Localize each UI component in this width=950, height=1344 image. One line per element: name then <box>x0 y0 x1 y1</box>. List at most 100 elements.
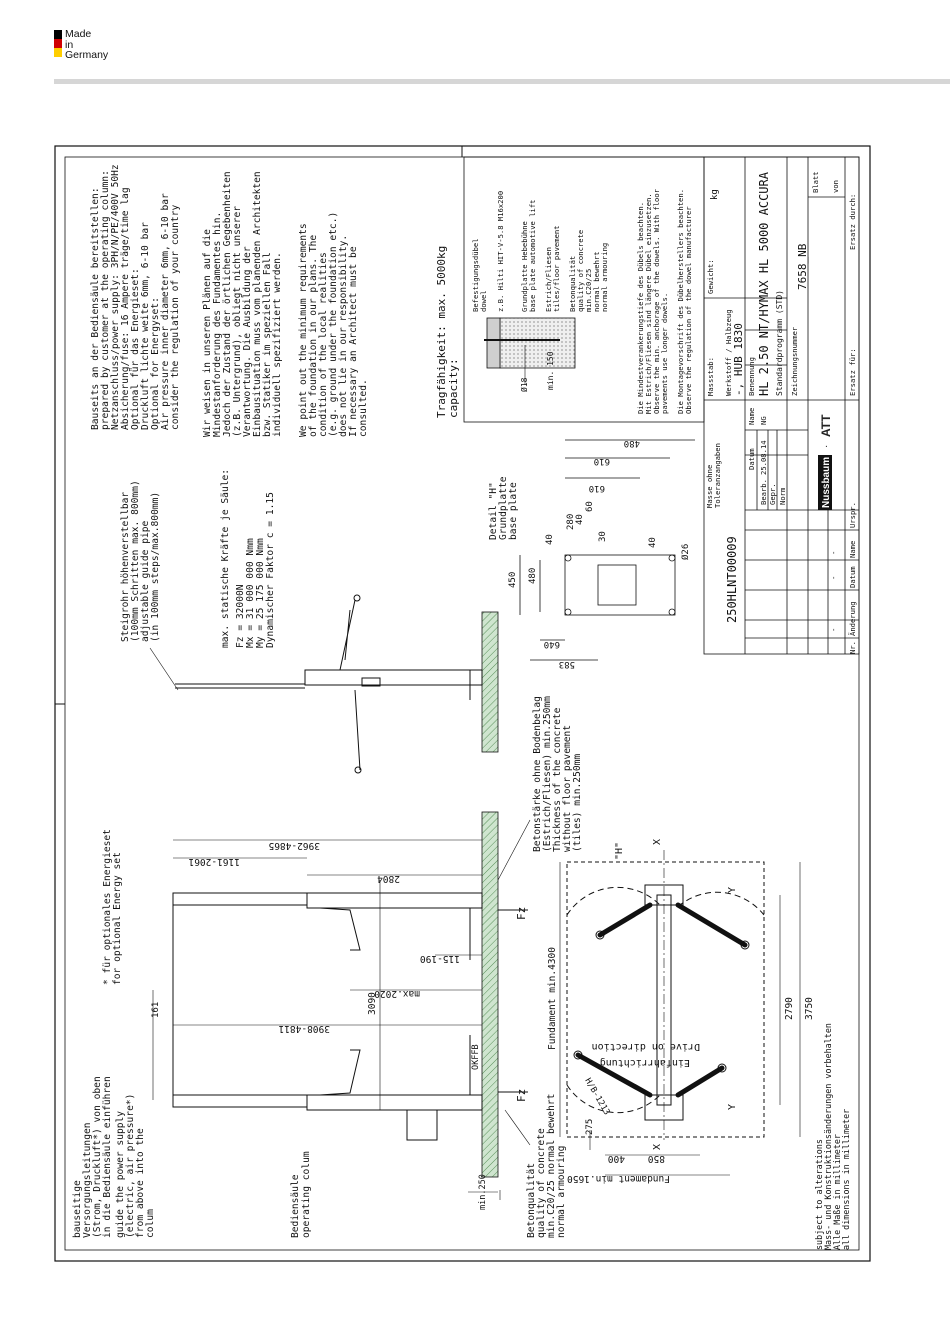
made-in-germany-label: Made in Germany <box>65 28 109 61</box>
note-line: consulted. <box>358 379 369 437</box>
concrete-quality-line: quality of concrete <box>536 1128 547 1238</box>
note-power-supply: Bauseits an der Bediensäule bereitstelle… <box>90 164 181 430</box>
lift-front-view <box>172 892 483 1141</box>
dowel-section <box>484 317 576 385</box>
rev-header-nr: Nr. <box>848 641 857 654</box>
tolerance-label: Toleranzangaben <box>713 443 722 508</box>
dim-40-c: 40 <box>575 514 585 525</box>
note-line: Optional für das Energieset: <box>130 268 141 430</box>
supply-line: colum <box>145 1209 156 1238</box>
title-block-text: 250HLNT00009 Masse ohne Toleranzangaben … <box>705 171 857 654</box>
dim-640: 640 <box>544 639 560 649</box>
operating-column-line: operating colum <box>301 1151 312 1238</box>
brand-nussbaum: Nussbaum <box>821 457 832 508</box>
dim-161: 161 <box>151 1002 161 1018</box>
guide-pipe-line: (100mm Schritten max. 800mm) <box>130 480 141 642</box>
footer-line: subject to alterations <box>814 1139 824 1250</box>
dim-40-b: 40 <box>648 537 658 548</box>
dim-2790: 2790 <box>784 997 795 1020</box>
dim-400: 400 <box>608 1153 625 1164</box>
dim-1161-2061: 1161-2061 <box>188 856 240 867</box>
dowel-label: z.B. Hilti HIT-V-5.8 M16x200 <box>496 191 505 312</box>
note-line: Verantwortung. Die Ausbildung der <box>242 246 253 437</box>
dowel-label: Betonqualität <box>568 256 577 312</box>
dim-610-top: 610 <box>594 456 610 466</box>
capacity-note: Tragfähigkeit: max. 5000kg capacity: <box>435 246 460 418</box>
name-header: Name <box>747 408 756 425</box>
footer-line: Alle Maße in millimeter <box>832 1134 842 1250</box>
capacity-line: Tragfähigkeit: max. 5000kg <box>435 246 448 418</box>
dim-min-250: min.250 <box>478 1174 488 1210</box>
dowel-label: normal bewehrt <box>592 251 601 312</box>
rev-placeholder: - <box>829 628 838 632</box>
note-line: Bauseits an der Bediensäule bereitstelle… <box>90 187 101 430</box>
dim-3090: 3090 <box>367 992 378 1015</box>
brand-separator: · <box>821 445 832 448</box>
axis-x-bottom: X <box>652 1144 663 1150</box>
dowel-label: Befestigungsdübel <box>471 238 480 312</box>
sheet-inner-frame <box>64 156 860 1251</box>
concrete-thickness-line: Thickness of the concrete <box>552 707 563 852</box>
dim-60: 60 <box>585 501 595 512</box>
concrete-quality-line: Betonqualität <box>526 1163 537 1238</box>
forces-note: max. statische Kräfte je Säule: Fz = 320… <box>220 469 276 648</box>
dim-30: 30 <box>598 531 608 542</box>
axis-x-top: X <box>652 839 663 845</box>
dowel-label: dowel <box>479 290 488 312</box>
guide-pipe-line: adjustable guide pipe <box>140 520 151 642</box>
header-rule <box>54 79 950 84</box>
concrete-thickness-note: Betonstärke ohne Bodenbelag (Estrich/Fli… <box>532 696 583 852</box>
dowel-footnote: pavements use longer dowels. <box>660 293 669 414</box>
scale-label: Massstab: <box>706 357 715 396</box>
note-line: condition of the local realities <box>318 252 329 437</box>
note-line: Mindestanforderung des Fundamentes hin. <box>212 212 223 437</box>
note-line: bzw. Statiker im speziellen Fall <box>262 252 273 437</box>
note-line: Druckluft lichte weite 6mm, 6-10 bar <box>140 222 151 430</box>
note-line: does not lie in our responsibility. <box>338 235 349 437</box>
dim-850: 850 <box>648 1153 665 1164</box>
forces-line: Dynamischer Faktor c = 1.15 <box>265 492 276 648</box>
dim-dia-18: Ø18 <box>519 377 529 392</box>
note-line: Air pressure inner diameter 6mm, 6-10 ba… <box>160 193 171 430</box>
note-line: (z.B. Untergrund), obliegt nicht unserer <box>232 206 243 437</box>
energy-set-line: * für optionales Energieset <box>102 829 113 985</box>
dim-3908-4811: 3908-4811 <box>278 1023 330 1034</box>
supply-line: in die Bediensäule einführen <box>102 1076 113 1238</box>
operating-column-note: Bediensäule operating colum <box>290 1151 312 1238</box>
dim-dia-26: Ø26 <box>680 544 691 560</box>
dim-280: 280 <box>566 514 576 530</box>
name-label: Benennung <box>747 357 756 396</box>
supply-line: (Strom, Druckluft*) von oben <box>92 1076 103 1238</box>
supply-line: bauseitige <box>72 1180 83 1238</box>
guide-pipe-line: Steigrohr höhenverstellbar <box>120 492 131 642</box>
concrete-thickness-line: (tiles) min.250mm <box>572 754 583 852</box>
sheet-of-label: von <box>831 180 840 193</box>
footer-line: all dimensions in millimeter <box>841 1109 851 1250</box>
note-line: Wir weisen in unseren Plänen auf die <box>202 229 213 437</box>
plan-dimension-lines <box>559 862 801 1176</box>
rev-header-origin: Urspr. <box>848 502 857 528</box>
note-line: We point out the minimum requirements <box>298 223 309 437</box>
guide-pipe-line: (in 100mm steps/max.800mm) <box>150 492 161 642</box>
drawing-number: 7658_NB <box>796 243 809 290</box>
concrete-quality-line: min.C20/25 normal bewehrt <box>546 1094 557 1238</box>
concrete-quality-note: Betonqualität quality of concrete min.C2… <box>526 1094 567 1238</box>
sheet-label: Blatt <box>811 171 820 193</box>
row-bearb-name: NG <box>759 416 768 425</box>
concrete-thickness-line: Betonstärke ohne Bodenbelag <box>532 696 543 852</box>
dowel-label: Estrich/Fliesen <box>544 247 553 312</box>
note-line: Netzanschluss/power supply: 3PH/N/PE/400… <box>110 164 121 430</box>
rev-header-change: Änderung <box>848 601 857 636</box>
dim-480-top: 480 <box>624 438 640 448</box>
operating-column-line: Bediensäule <box>290 1174 301 1238</box>
concrete-slab-side <box>481 611 499 753</box>
supply-line: (electric, air pressure*) <box>125 1094 136 1238</box>
dowel-labels: Befestigungsdübel dowel z.B. Hilti HIT-V… <box>471 191 609 312</box>
brand-logo: Nussbaum · ATT <box>818 414 833 510</box>
weight-label: Gewicht: <box>706 259 715 294</box>
dim-3750: 3750 <box>804 997 815 1020</box>
replaced-by-label: Ersatz durch: <box>848 194 857 250</box>
dowel-label: base plate automotive lift <box>528 199 537 312</box>
forces-line: My = 25 175 000 Nmm <box>255 538 266 648</box>
force-fz-1: Fz <box>515 907 528 920</box>
